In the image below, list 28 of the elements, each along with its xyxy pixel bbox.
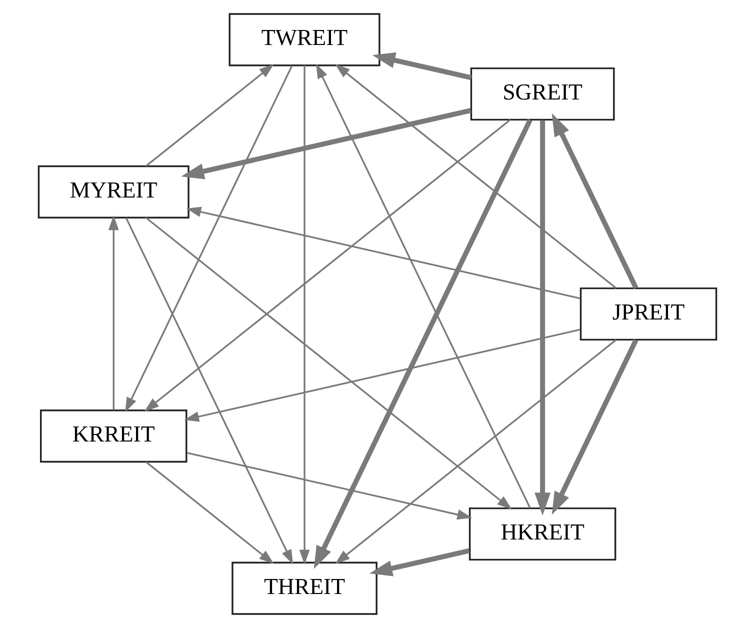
arrow xyxy=(335,64,617,289)
node-box: KRREIT xyxy=(40,410,188,463)
arrow xyxy=(369,548,470,576)
arrow xyxy=(534,120,551,516)
arrow xyxy=(145,64,274,167)
node-box: HKREIT xyxy=(468,507,616,561)
arrow xyxy=(108,215,119,410)
node-box: TWREIT xyxy=(228,13,380,66)
arrow xyxy=(186,206,580,300)
arrow xyxy=(552,339,638,515)
node-box: MYREIT xyxy=(38,165,190,218)
node-box: JPREIT xyxy=(580,287,718,341)
arrow xyxy=(145,461,274,564)
arrow xyxy=(125,65,293,412)
arrow xyxy=(335,339,617,564)
arrow xyxy=(316,64,531,508)
arrow xyxy=(144,119,511,412)
arrow xyxy=(299,65,310,565)
arrow xyxy=(314,118,532,569)
arrow xyxy=(145,216,512,510)
arrow xyxy=(372,52,472,80)
arrow xyxy=(552,113,638,289)
arrow xyxy=(186,452,472,520)
node-box: SGREIT xyxy=(470,67,615,121)
node-box: THREIT xyxy=(232,562,378,615)
arrow xyxy=(184,328,580,422)
arrow xyxy=(125,218,294,565)
arrow xyxy=(181,108,472,180)
